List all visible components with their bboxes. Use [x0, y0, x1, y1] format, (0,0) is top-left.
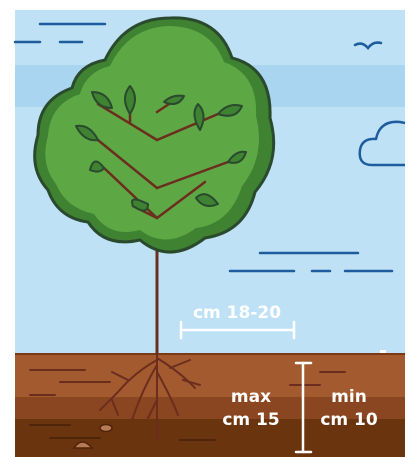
spread-label: cm 18-20 [193, 303, 281, 323]
sky-lines [13, 22, 394, 273]
max-depth-value: cm 15 [222, 410, 279, 430]
bird-icon [353, 41, 383, 51]
cloud-icon [358, 120, 406, 167]
measure-bracket-icon [179, 320, 296, 340]
min-depth-value: cm 10 [320, 410, 378, 430]
roots [99, 352, 201, 441]
depth-measure: max cm 15 min cm 10 [222, 361, 378, 454]
tree-icon [33, 16, 276, 355]
max-depth-label: max [231, 387, 271, 407]
spread-measure: cm 18-20 [179, 303, 296, 340]
min-depth-label: min [331, 387, 367, 407]
